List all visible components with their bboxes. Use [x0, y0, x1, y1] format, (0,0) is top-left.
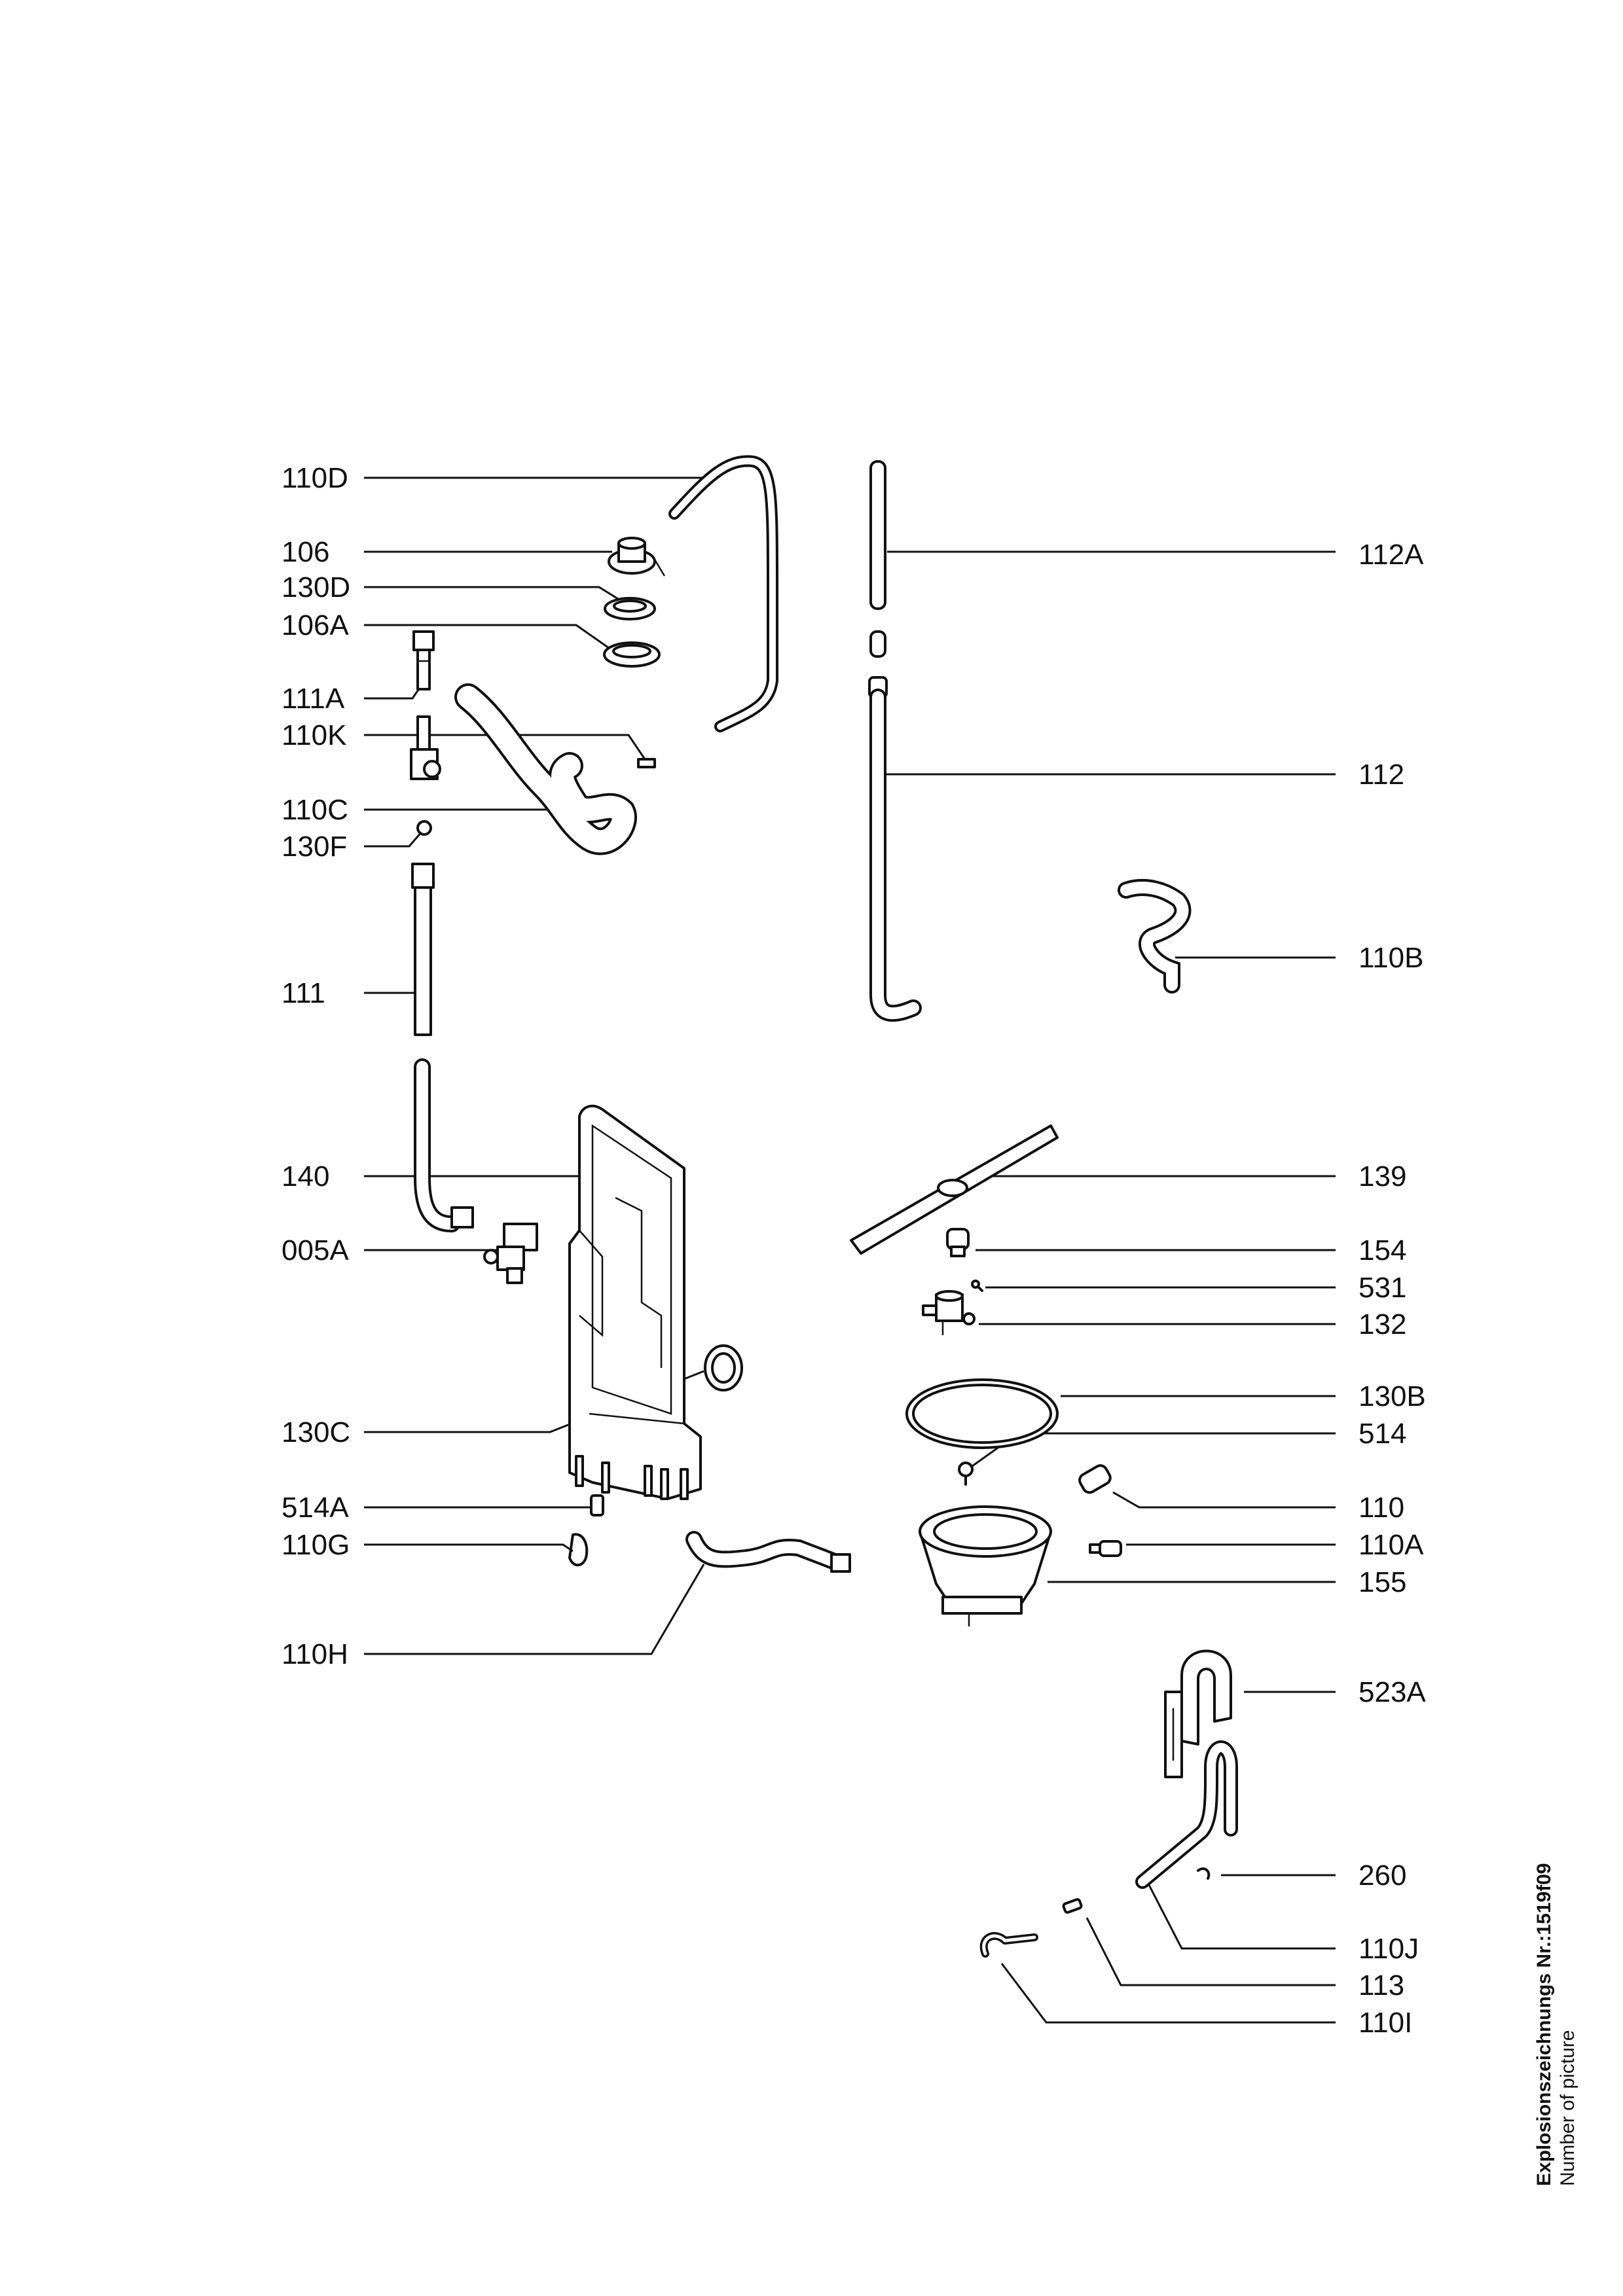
- leader-130F: [364, 831, 424, 848]
- label-106: 106: [282, 536, 329, 568]
- part-111A-stem: [412, 630, 435, 691]
- label-113: 113: [1359, 1969, 1404, 2001]
- part-110G-clip: [568, 1533, 589, 1567]
- label-130D: 130D: [282, 571, 350, 603]
- label-112: 112: [1359, 759, 1404, 791]
- label-110C: 110C: [282, 794, 348, 826]
- label-514: 514: [1359, 1418, 1406, 1450]
- part-154-nozzle: [946, 1228, 970, 1257]
- leader-110: [1112, 1491, 1336, 1509]
- part-514A-plug: [590, 1494, 604, 1516]
- part-110D-hose: [668, 455, 778, 732]
- part-130B-gasket: [905, 1378, 1059, 1449]
- label-110D: 110D: [282, 462, 348, 494]
- part-112-tube: [868, 676, 922, 1022]
- label-110A: 110A: [1359, 1529, 1424, 1561]
- label-130F: 130F: [282, 831, 347, 863]
- label-110: 110: [1359, 1492, 1404, 1524]
- part-130C-seal: [704, 1344, 743, 1391]
- leader-110H: [364, 1564, 705, 1655]
- label-260: 260: [1359, 1859, 1406, 1892]
- label-110K: 110K: [282, 719, 347, 751]
- part-113-pin: [1062, 1898, 1083, 1914]
- leader-110I: [1000, 1963, 1336, 2024]
- leader-110K: [364, 734, 646, 760]
- label-130C: 130C: [282, 1416, 350, 1448]
- label-110I: 110I: [1359, 2007, 1412, 2039]
- part-523A-bracket: [1164, 1649, 1232, 1778]
- part-111-hose: [411, 863, 435, 1036]
- label-111: 111: [282, 977, 325, 1009]
- part-110A-fitting: [1089, 1540, 1122, 1557]
- drawing-number-caption: Number of picture: [1557, 2030, 1578, 2186]
- label-005A: 005A: [282, 1234, 349, 1266]
- part-110B-hose: [1118, 879, 1192, 994]
- part-140-housing: [568, 1104, 702, 1500]
- label-110J: 110J: [1359, 1933, 1419, 1965]
- leader-110J: [1148, 1884, 1336, 1950]
- label-112A: 112A: [1359, 539, 1424, 571]
- part-106A-ring: [603, 641, 661, 668]
- label-155: 155: [1359, 1566, 1406, 1598]
- leader-113: [1085, 1917, 1336, 1986]
- part-260-clip: [1197, 1867, 1211, 1880]
- part-112A-tube: [869, 460, 886, 658]
- part-531-screw: [971, 1280, 983, 1292]
- label-132: 132: [1359, 1308, 1406, 1340]
- leader-106A: [364, 624, 610, 649]
- part-110J-rod: [1135, 1740, 1238, 1889]
- label-110H: 110H: [282, 1638, 348, 1670]
- label-514A: 514A: [282, 1492, 349, 1524]
- leader-110G: [364, 1543, 574, 1552]
- label-531: 531: [1359, 1272, 1406, 1304]
- part-110I-hook: [979, 1931, 1038, 1958]
- part-hose-bent: [414, 1058, 474, 1232]
- label-140: 140: [282, 1160, 329, 1193]
- label-110B: 110B: [1359, 942, 1424, 974]
- part-132-fitting: [922, 1290, 976, 1335]
- part-130F-clip: [416, 820, 432, 836]
- part-106-cap: [608, 537, 666, 577]
- label-111A: 111A: [282, 683, 345, 715]
- label-139: 139: [1359, 1160, 1406, 1193]
- part-110K-connector: [410, 715, 656, 780]
- part-110H-tube: [685, 1531, 851, 1573]
- drawing-number: Explosionszeichnungs Nr.:1519f09: [1533, 1863, 1555, 2187]
- part-110C-hose: [454, 683, 637, 855]
- label-523A: 523A: [1359, 1676, 1426, 1708]
- part-110-connector: [1078, 1464, 1112, 1494]
- label-110G: 110G: [282, 1529, 350, 1561]
- leader-130D: [364, 586, 629, 607]
- part-139-spray-arm: [850, 1124, 1059, 1255]
- label-154: 154: [1359, 1234, 1406, 1266]
- label-130B: 130B: [1359, 1380, 1426, 1412]
- part-155-sump: [919, 1505, 1052, 1626]
- label-106A: 106A: [282, 609, 349, 641]
- part-005A-valve: [483, 1223, 538, 1284]
- part-514-screw: [958, 1462, 974, 1486]
- part-130D-ring: [604, 597, 656, 620]
